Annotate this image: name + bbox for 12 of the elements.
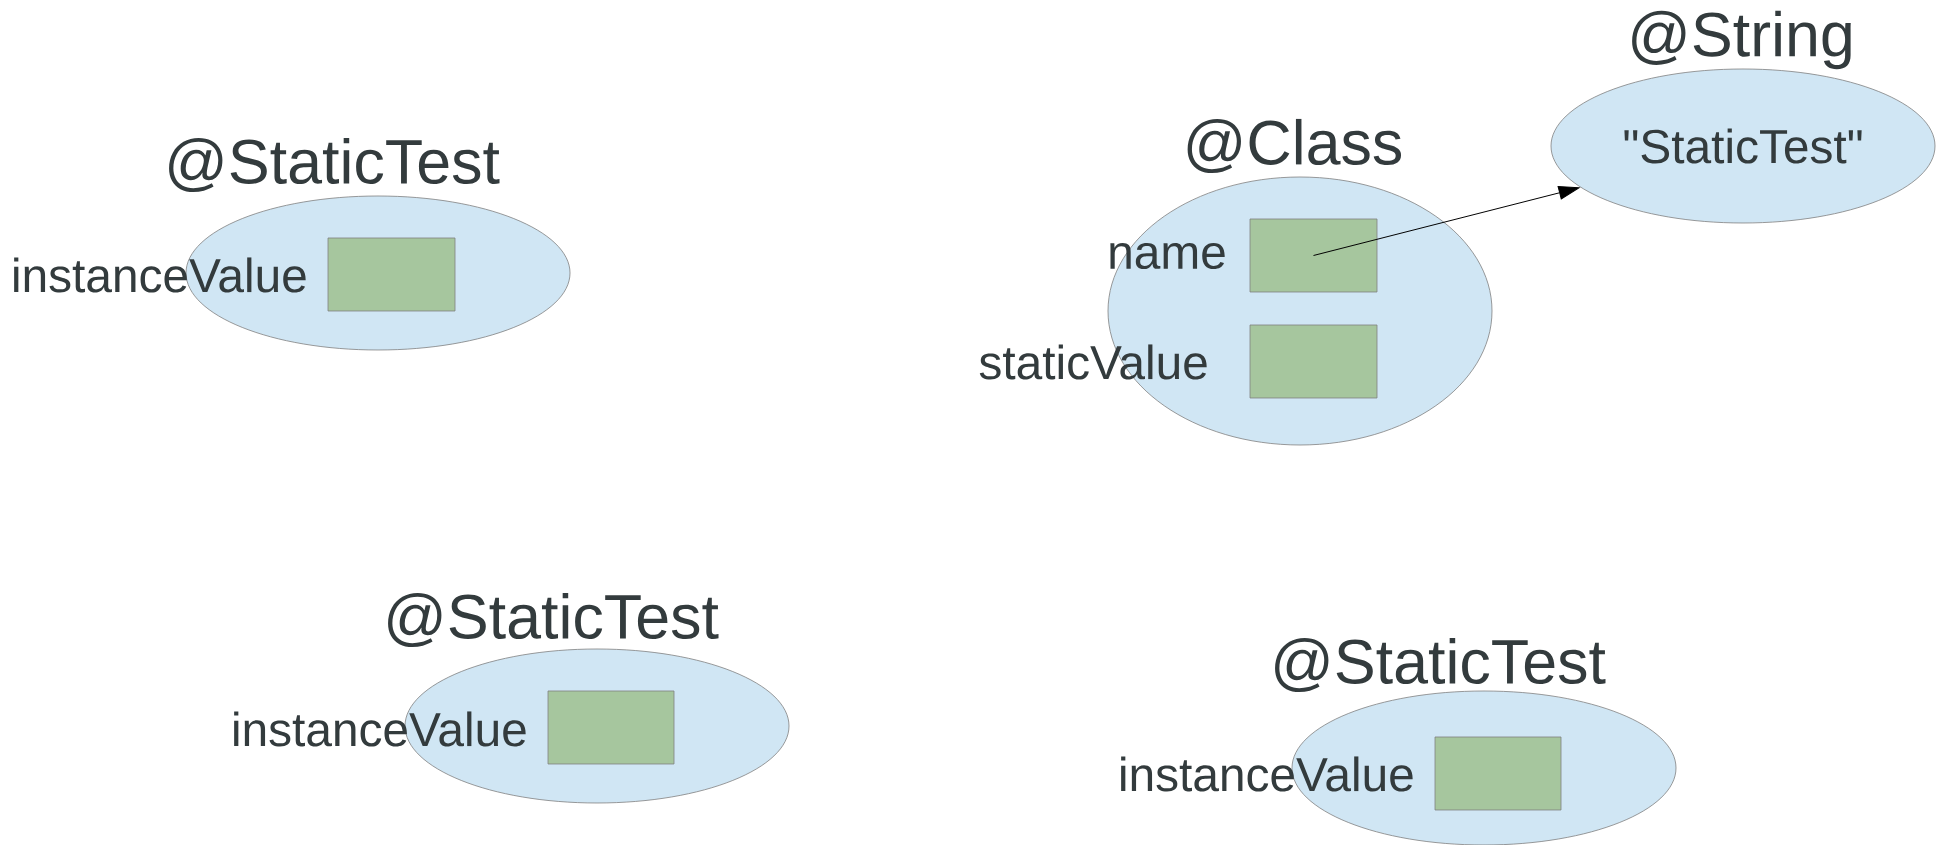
field-label: staticValue — [979, 344, 1207, 380]
heading: @Class — [1187, 118, 1401, 174]
heading: @StaticTest — [388, 592, 719, 648]
field-label: instanceValue — [1121, 756, 1413, 792]
heading: @String — [1632, 10, 1851, 70]
heading: @StaticTest — [169, 137, 500, 193]
field-label: instanceValue — [14, 257, 306, 293]
value-text: "StaticTest" — [1624, 128, 1862, 164]
field-label: name — [1110, 242, 1225, 270]
field-label: instanceValue — [234, 711, 526, 747]
heading: @StaticTest — [1275, 637, 1606, 693]
arrow — [1313, 186, 1580, 256]
